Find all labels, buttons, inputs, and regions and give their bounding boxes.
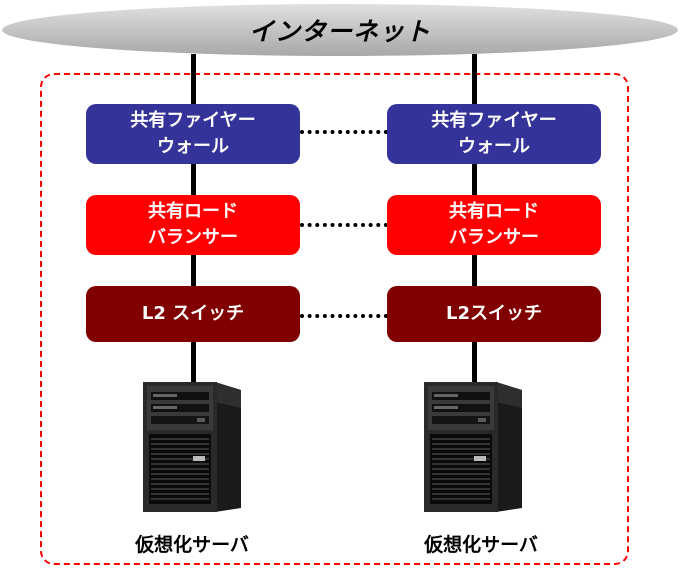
server-icon-left [143, 382, 241, 512]
datacenter-boundary [40, 73, 629, 565]
redundancy-link-loadbalancer [300, 223, 388, 227]
redundancy-link-switch [300, 314, 388, 318]
internet-cloud [2, 4, 678, 56]
firewall-left: 共有ファイヤー ウォール [86, 104, 300, 164]
l2-switch-right: L2スイッチ [387, 286, 601, 342]
redundancy-link-firewall [300, 130, 388, 134]
internet-label: インターネット [248, 17, 431, 46]
loadbalancer-right: 共有ロード バランサー [387, 195, 601, 255]
server-label-left: 仮想化サーバ [135, 534, 249, 556]
l2-switch-left: L2 スイッチ [86, 286, 300, 342]
server-label-right: 仮想化サーバ [424, 534, 538, 556]
loadbalancer-left: 共有ロード バランサー [86, 195, 300, 255]
firewall-right: 共有ファイヤー ウォール [387, 104, 601, 164]
server-icon-right [424, 382, 522, 512]
